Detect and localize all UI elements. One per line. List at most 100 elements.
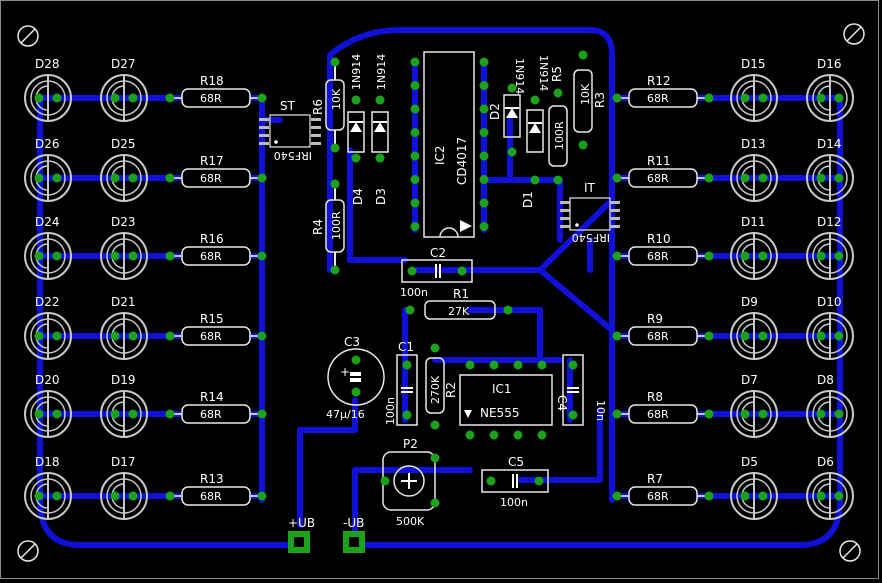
led-label: D17 — [111, 455, 136, 469]
led-label: D7 — [741, 373, 758, 387]
resistor-value: 68R — [647, 250, 669, 263]
led: D5 — [730, 455, 778, 520]
plus-ub-label: +UB — [288, 516, 315, 530]
transistor-it-name: IT — [584, 181, 596, 195]
r5-name: R5 — [550, 66, 564, 82]
ic-pin — [410, 128, 420, 137]
resistor-value: 68R — [200, 250, 222, 263]
led-label: D14 — [817, 137, 842, 151]
d4-name: D4 — [351, 188, 365, 205]
led-label: D24 — [35, 215, 60, 229]
r4-value: 100R — [330, 211, 343, 240]
led: D26 — [24, 137, 72, 202]
d1-name: D1 — [521, 191, 535, 208]
r2-name: R2 — [444, 382, 458, 398]
transistor-st: ST IRF540 — [259, 99, 321, 162]
resistor-name: R10 — [647, 232, 671, 246]
c1-name: C1 — [398, 340, 414, 354]
led: D16 — [806, 57, 854, 122]
led: D27 — [100, 57, 148, 122]
r6-value: 10K — [330, 88, 343, 110]
ic-pin — [479, 175, 489, 184]
resistor-value: 68R — [647, 330, 669, 343]
ic-pin — [410, 198, 420, 208]
r6-name: R6 — [311, 99, 325, 115]
d3-name: D3 — [374, 188, 388, 205]
resistor-value: 68R — [200, 330, 222, 343]
r1-name: R1 — [453, 287, 469, 301]
resistor-value: 68R — [200, 172, 222, 185]
power-connector-plus: +UB — [288, 516, 315, 553]
led: D14 — [806, 137, 854, 202]
d1-value: 1N914 — [537, 55, 550, 91]
ic1-value: NE555 — [480, 406, 519, 420]
ic-pin — [479, 151, 489, 161]
r2-value: 270K — [429, 375, 442, 404]
resistor-value: 68R — [200, 92, 222, 105]
ic-pin — [479, 57, 489, 67]
ic-pin — [537, 360, 547, 370]
led-label: D19 — [111, 373, 136, 387]
minus-ub-label: -UB — [343, 516, 364, 530]
ic-pin — [410, 104, 420, 114]
led: D19 — [100, 373, 148, 438]
resistor-name: R17 — [200, 154, 224, 168]
led: D10 — [806, 295, 854, 360]
ic-pin — [410, 222, 420, 231]
power-connector-minus: -UB — [343, 516, 365, 553]
ic-pin — [479, 81, 489, 90]
led-label: D5 — [741, 455, 758, 469]
transistor-st-value: IRF540 — [274, 149, 312, 162]
ic-pin — [489, 430, 499, 440]
mounting-hole-icon — [17, 25, 39, 47]
led: D22 — [24, 295, 72, 360]
led: D20 — [24, 373, 72, 438]
led-label: D20 — [35, 373, 60, 387]
led: D23 — [100, 215, 148, 280]
mounting-hole-icon — [17, 540, 39, 562]
d3-value: 1N914 — [375, 54, 388, 90]
mounting-hole-icon — [839, 540, 861, 562]
resistor-value: 68R — [200, 408, 222, 421]
c2-name: C2 — [430, 246, 446, 260]
resistor-name: R9 — [647, 312, 663, 326]
d2-name: D2 — [488, 103, 502, 120]
mounting-hole-icon — [843, 23, 865, 45]
led-label: D16 — [817, 57, 842, 71]
ic-pin — [513, 360, 523, 370]
c5-name: C5 — [508, 455, 524, 469]
c4-name: C4 — [555, 395, 569, 411]
resistor-name: R7 — [647, 472, 663, 486]
ic1-name: IC1 — [492, 382, 512, 396]
p2-name: P2 — [403, 437, 418, 451]
resistor-value: 68R — [647, 172, 669, 185]
ic-pin — [410, 81, 420, 90]
led-label: D13 — [741, 137, 766, 151]
diode-d2: 1N914 D2 — [488, 58, 526, 157]
c3-value: 47µ/16 — [326, 408, 365, 421]
ic-pin — [410, 151, 420, 161]
r3-name: R3 — [593, 92, 607, 108]
c3-name: C3 — [344, 335, 360, 349]
ic-pin — [479, 198, 489, 208]
led-label: D10 — [817, 295, 842, 309]
resistor-value: 68R — [647, 490, 669, 503]
resistor-value: 68R — [647, 92, 669, 105]
p2-value: 500K — [396, 515, 425, 528]
ic-pin — [513, 430, 523, 440]
capacitor-c3: + C3 47µ/16 — [326, 335, 385, 421]
potentiometer-p2: P2 500K — [380, 437, 440, 528]
led-label: D6 — [817, 455, 834, 469]
led: D17 — [100, 455, 148, 520]
resistor-name: R16 — [200, 232, 224, 246]
led-label: D8 — [817, 373, 834, 387]
c4-value: 10n — [594, 400, 607, 421]
r5-value: 100R — [553, 121, 566, 150]
plus-sign: + — [340, 365, 350, 379]
ic2-name: IC2 — [433, 145, 447, 165]
transistor-it-value: IRF540 — [572, 231, 610, 244]
